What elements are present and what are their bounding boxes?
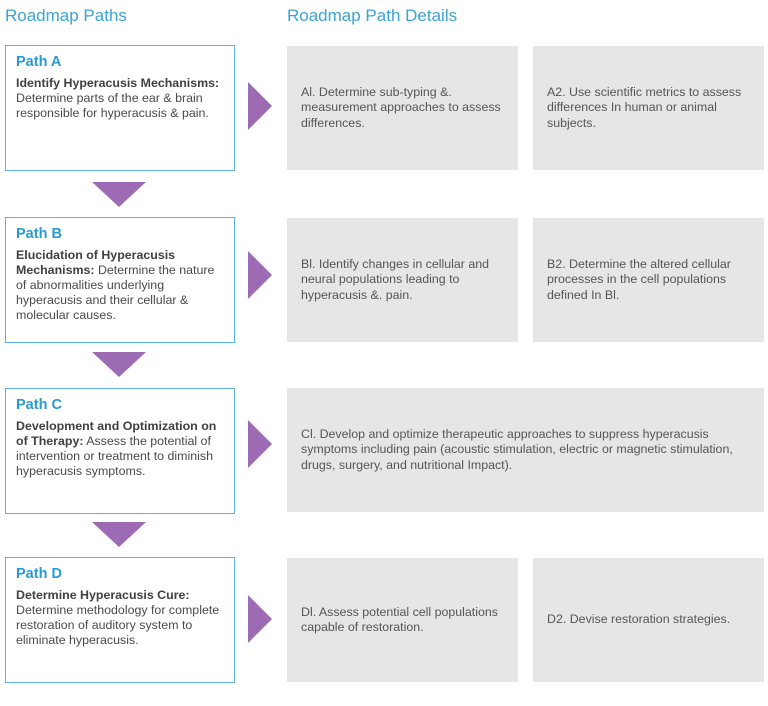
- detail-a2-text: A2. Use scientific metrics to assess dif…: [547, 84, 742, 130]
- path-d-heading: Determine Hyperacusis Cure:: [16, 588, 190, 602]
- detail-a1-text: Al. Determine sub-typing &. measurement …: [301, 84, 501, 130]
- path-c-right-arrow-icon: [248, 420, 272, 468]
- detail-a2: A2. Use scientific metrics to assess dif…: [533, 46, 764, 170]
- detail-d2: D2. Devise restoration strategies.: [533, 558, 764, 682]
- path-a-title: Path A: [16, 54, 62, 70]
- detail-c1: Cl. Develop and optimize therapeutic app…: [287, 388, 764, 512]
- roadmap-paths-header: Roadmap Paths: [5, 6, 127, 25]
- down-arrow-a-b-icon: [92, 182, 146, 207]
- path-d-right-arrow-icon: [248, 595, 272, 643]
- down-arrow-b-c-icon: [92, 352, 146, 377]
- path-d-title: Path D: [16, 566, 62, 582]
- down-arrow-c-d-icon: [92, 522, 146, 547]
- path-c-description: Development and Optimization on of Thera…: [16, 419, 224, 479]
- detail-d1-text: Dl. Assess potential cell populations ca…: [301, 604, 498, 635]
- detail-d2-text: D2. Devise restoration strategies.: [547, 612, 731, 627]
- path-a-box: Path A Identify Hyperacusis Mechanisms: …: [5, 45, 235, 171]
- path-a-text: Determine parts of the ear & brain respo…: [16, 91, 209, 120]
- detail-b2: B2. Determine the altered cellular proce…: [533, 218, 764, 342]
- path-c-heading: Development and Optimization on of Thera…: [16, 419, 217, 448]
- path-b-title: Path B: [16, 226, 62, 242]
- path-b-right-arrow-icon: [248, 251, 272, 299]
- path-b-box: Path B Elucidation of Hyperacusis Mechan…: [5, 217, 235, 343]
- detail-a1: Al. Determine sub-typing &. measurement …: [287, 46, 518, 170]
- detail-b1-text: Bl. Identify changes in cellular and neu…: [301, 256, 490, 302]
- path-c-title: Path C: [16, 397, 62, 413]
- path-c-text: Assess the potential of intervention or …: [16, 434, 213, 478]
- roadmap-path-details-header: Roadmap Path Details: [287, 6, 458, 25]
- detail-d1: Dl. Assess potential cell populations ca…: [287, 558, 518, 682]
- path-a-description: Identify Hyperacusis Mechanisms: Determi…: [16, 76, 224, 121]
- path-d-text: Determine methodology for complete resto…: [16, 603, 220, 647]
- path-c-box: Path C Development and Optimization on o…: [5, 388, 235, 514]
- path-d-description: Determine Hyperacusis Cure: Determine me…: [16, 588, 224, 648]
- path-b-heading: Elucidation of Hyperacusis Mechanisms:: [16, 248, 176, 277]
- detail-b2-text: B2. Determine the altered cellular proce…: [547, 256, 731, 302]
- path-b-text: Determine the nature of abnormalities un…: [16, 263, 215, 322]
- path-b-description: Elucidation of Hyperacusis Mechanisms: D…: [16, 248, 224, 323]
- path-a-heading: Identify Hyperacusis Mechanisms:: [16, 76, 220, 90]
- detail-c1-text: Cl. Develop and optimize therapeutic app…: [301, 426, 733, 472]
- path-d-box: Path D Determine Hyperacusis Cure: Deter…: [5, 557, 235, 683]
- path-a-right-arrow-icon: [248, 82, 272, 130]
- detail-b1: Bl. Identify changes in cellular and neu…: [287, 218, 518, 342]
